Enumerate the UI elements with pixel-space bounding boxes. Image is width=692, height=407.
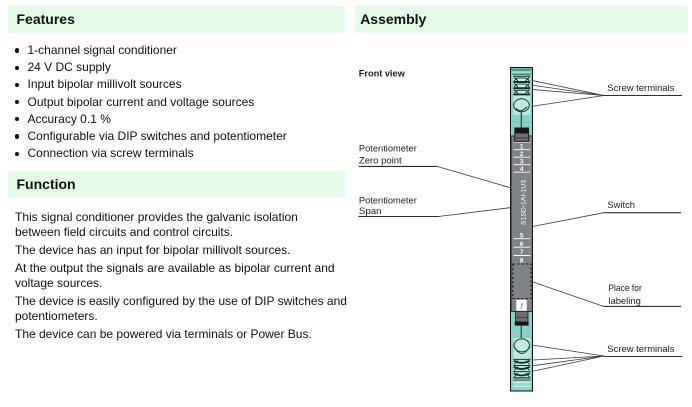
svg-text:Front view: Front view [359,69,406,79]
svg-text:Potentiometer: Potentiometer [359,195,417,205]
svg-text:6: 6 [520,241,524,248]
svg-text:Switch: Switch [607,200,635,210]
svg-text:Potentiometer: Potentiometer [359,143,417,153]
svg-text:7: 7 [520,249,524,256]
svg-text:2: 2 [520,151,524,158]
svg-text:Screw terminals: Screw terminals [607,344,675,354]
svg-text:Zero point: Zero point [359,156,402,166]
svg-text:Place for: Place for [608,283,641,293]
svg-text:labeling: labeling [608,296,640,306]
svg-text:S1SD-1AI-1U3: S1SD-1AI-1U3 [521,180,528,225]
svg-text:Span: Span [359,206,382,216]
svg-text:ƒ: ƒ [520,303,524,310]
svg-text:1: 1 [520,144,524,151]
svg-text:3: 3 [520,159,524,166]
svg-text:8: 8 [520,258,524,265]
svg-text:4: 4 [520,166,524,173]
svg-text:5: 5 [520,232,524,239]
svg-text:Screw terminals: Screw terminals [607,83,675,93]
